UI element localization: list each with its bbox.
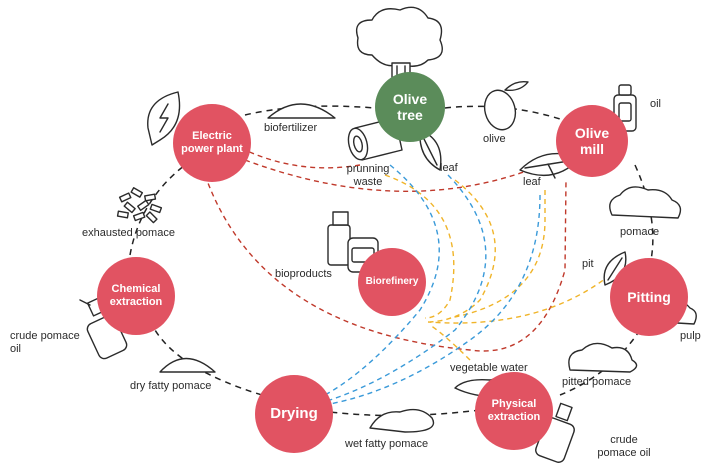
node-drying: Drying (255, 375, 333, 453)
pellets-icon (116, 187, 163, 224)
cloud-tree-icon (355, 6, 443, 80)
label-leaf-tree: leaf (440, 162, 458, 174)
node-pitting: Pitting (610, 258, 688, 336)
sand-pile-icon (159, 357, 216, 373)
label-crude-pomace-oil-right: crude pomace oil (597, 434, 651, 459)
node-electric-power-plant-label: Electric power plant (181, 130, 243, 155)
label-prunning-waste: prunning waste (346, 163, 390, 188)
label-oil: oil (650, 98, 662, 110)
label-wet-fatty-pomace: wet fatty pomace (345, 438, 429, 450)
leaf-icon (419, 129, 442, 171)
node-pitting-label: Pitting (627, 288, 671, 305)
node-drying-label: Drying (270, 405, 318, 423)
node-physical-extraction-label: Physical extraction (487, 398, 541, 423)
yellow-link-mill-leaf-to-bio (449, 190, 546, 319)
node-chemical-extraction-label: Chemical extraction (109, 283, 163, 308)
node-olive-tree-label: Olive tree (392, 90, 428, 123)
node-olive-mill-label: Olive mill (574, 124, 610, 157)
node-physical-extraction: Physical extraction (475, 372, 553, 450)
label-crude-pomace-oil-left: crude pomace oil (10, 330, 80, 355)
label-exhausted-pomace: exhausted pomace (82, 227, 175, 239)
label-olive: olive (483, 133, 506, 145)
sand-pile-icon (267, 103, 336, 119)
red-link-power-to-physical (204, 174, 567, 352)
label-pitted-pomace: pitted pomace (562, 376, 632, 388)
node-electric-power-plant: Electric power plant (173, 104, 251, 182)
yellow-link-water-to-bio (429, 324, 471, 361)
yellow-link-pitted-to-bio (427, 274, 611, 324)
pomace-pile-icon (568, 342, 638, 373)
blue-link-waste-to-drying (324, 164, 440, 396)
node-chemical-extraction: Chemical extraction (97, 257, 175, 335)
node-olive-tree: Olive tree (375, 72, 445, 142)
label-pit: pit (582, 258, 594, 270)
node-biorefinery: Biorefinery (358, 248, 426, 316)
label-leaf-mill: leaf (523, 176, 541, 188)
yellow-link-leaf-to-bio-1 (429, 179, 496, 323)
puddle-icon (369, 408, 435, 433)
cycle-pitting-to-physical (559, 329, 641, 396)
node-olive-mill: Olive mill (556, 105, 628, 177)
blue-link-leaf-to-drying (329, 174, 487, 401)
node-biorefinery-label: Biorefinery (365, 276, 419, 288)
red-link-waste-to-power (244, 149, 361, 169)
red-link-mill-to-power (244, 154, 566, 192)
label-biofertilizer: biofertilizer (264, 122, 318, 134)
label-pomace: pomace (620, 226, 660, 238)
cycle-chemical-to-power (129, 164, 186, 256)
label-pulp: pulp (680, 330, 701, 342)
pomace-pile-icon (609, 186, 682, 219)
label-bioproducts: bioproducts (275, 268, 332, 280)
label-dry-fatty-pomace: dry fatty pomace (130, 380, 212, 392)
olive-icon (483, 80, 529, 131)
leaf-lightning-icon (147, 91, 181, 146)
yellow-link-waste-to-bio (384, 174, 455, 319)
label-vegetable-water: vegetable water (450, 362, 528, 374)
